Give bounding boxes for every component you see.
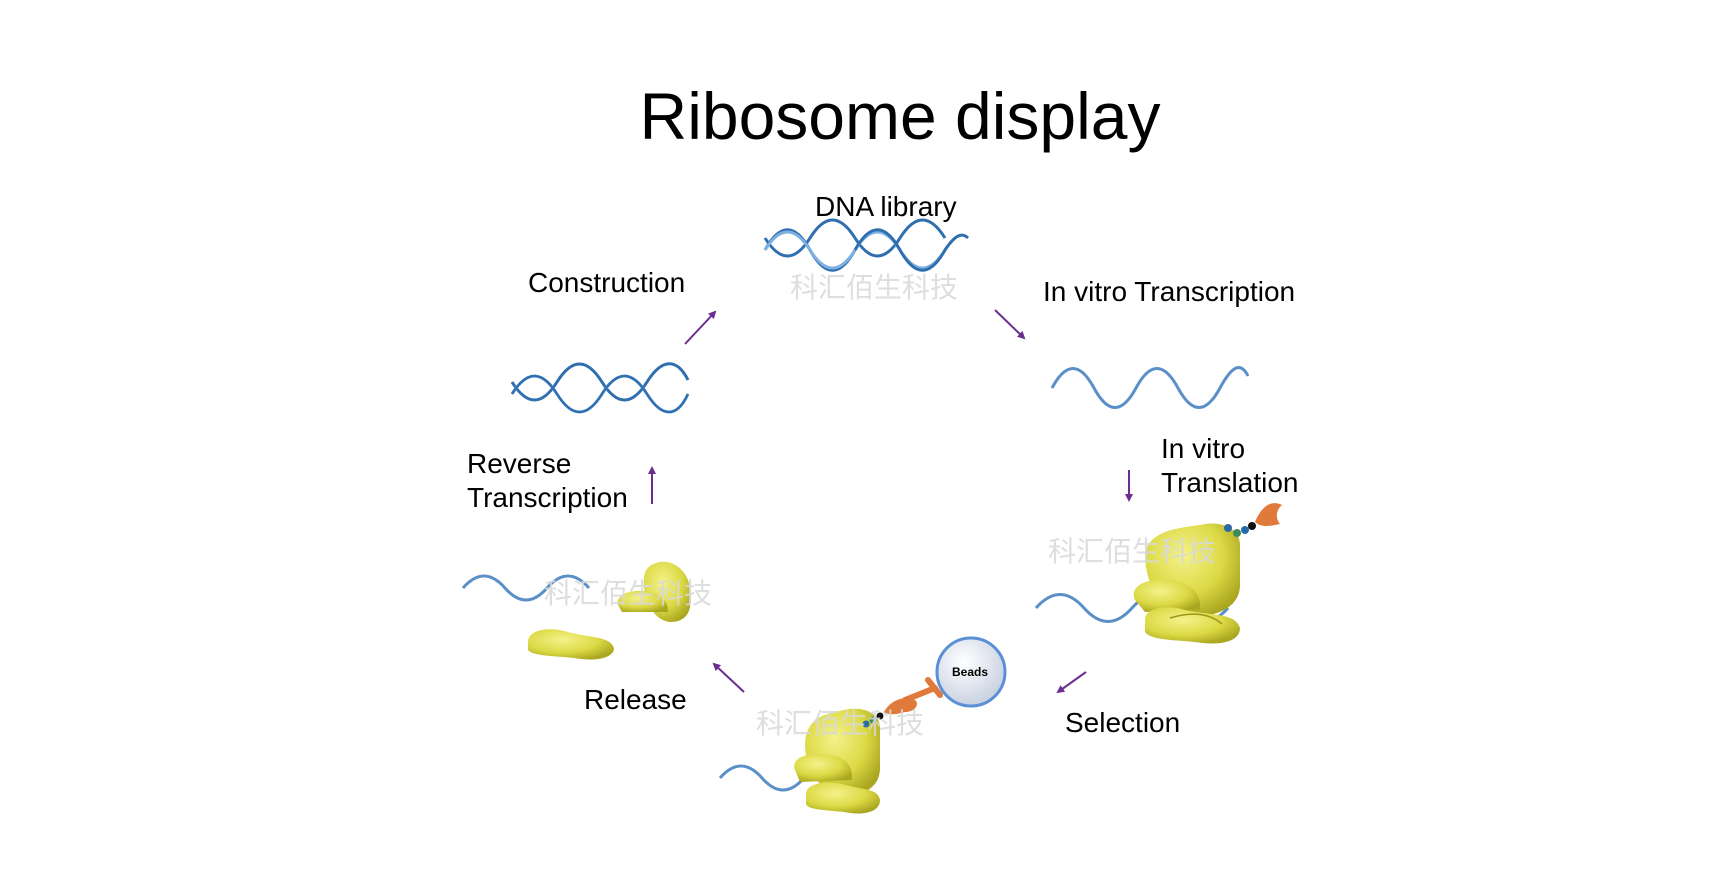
label-reverse-transcription-line1: Reverse <box>467 448 572 479</box>
label-construction: Construction <box>528 267 686 298</box>
diagram-title: Ribosome display <box>639 79 1161 153</box>
mrna-strand <box>1050 366 1250 409</box>
ribosome-complex-translation <box>1034 503 1282 644</box>
watermark-2: 科汇佰生科技 <box>1048 535 1217 568</box>
label-in-vitro-translation-line1: In vitro <box>1161 433 1246 464</box>
arrow-selection <box>1056 671 1087 694</box>
label-beads: Beads <box>952 665 989 679</box>
label-release: Release <box>584 684 687 715</box>
arrow-release <box>712 662 745 693</box>
dna-library-helix <box>763 218 970 272</box>
ribosome-complex-bead <box>718 636 1007 814</box>
watermark-1: 科汇佰生科技 <box>790 271 959 304</box>
watermark-3: 科汇佰生科技 <box>544 577 713 610</box>
label-in-vitro-translation-line2: Translation <box>1161 467 1299 498</box>
arrow-construction <box>684 310 717 345</box>
label-reverse-transcription-line2: Transcription <box>467 482 628 513</box>
watermark-4: 科汇佰生科技 <box>756 707 925 740</box>
label-dna-library: DNA library <box>815 191 957 222</box>
process-arrows <box>648 309 1133 694</box>
label-selection: Selection <box>1065 707 1181 738</box>
dna-construct-helix <box>510 362 690 414</box>
released-subunits <box>461 561 691 660</box>
arrow-transcription <box>994 309 1026 340</box>
label-in-vitro-transcription: In vitro Transcription <box>1043 276 1296 307</box>
